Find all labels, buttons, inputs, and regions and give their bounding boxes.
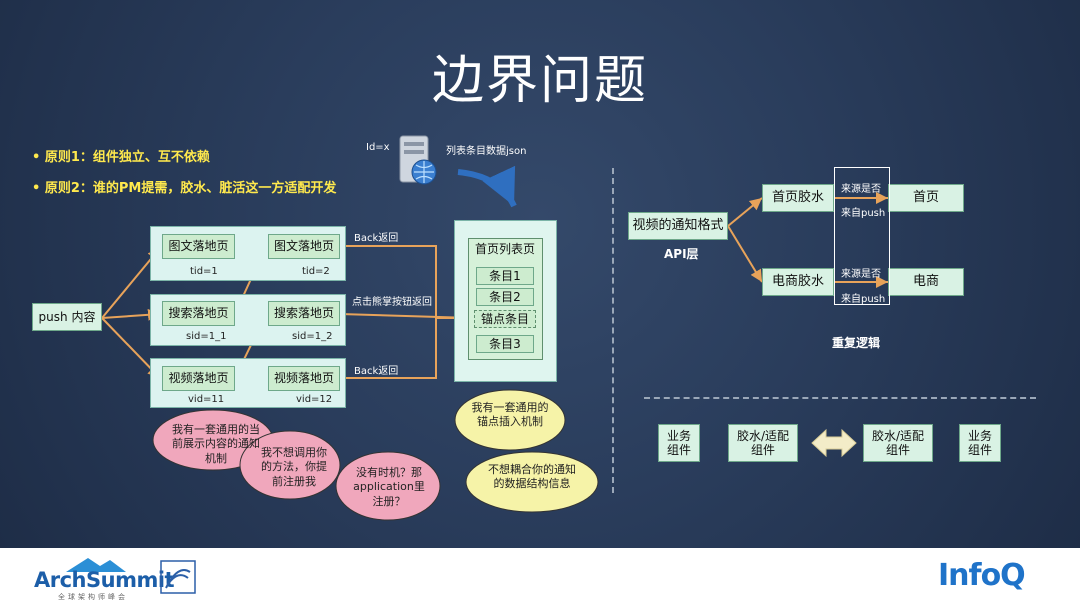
biz-component-left-text: 业务组件	[666, 428, 691, 457]
cloud-application-text: 没有时机？那application里注册？	[353, 466, 425, 508]
repeat-logic-frame	[834, 167, 890, 305]
shop-from-push: 来自push	[841, 294, 886, 305]
shop-box: 电商	[888, 268, 964, 296]
cloud-register-text: 我不想调用你的方法，你提前注册我	[261, 446, 327, 488]
row-1-a-id: sid=1_1	[186, 331, 227, 342]
page-title: 边界问题	[431, 51, 648, 111]
home-list-title: 首页列表页	[474, 241, 535, 256]
vertical-divider	[612, 168, 614, 493]
cloud-decouple-text: 不想耦合你的通知的数据结构信息	[488, 463, 576, 491]
cloud-notify-text: 我有一套通用的当前展示内容的通知机制	[172, 423, 260, 465]
principle-2: • 原则2：谁的PM提需，胶水、脏活这一方适配开发	[32, 181, 337, 196]
slide: 边界问题 • 原则1：组件独立、互不依赖 • 原则2：谁的PM提需，胶水、脏活这…	[0, 0, 1080, 548]
shop-src-check: 来源是否	[841, 269, 881, 280]
api-layer-label: API层	[664, 247, 699, 261]
principle-2-text: 原则2：谁的PM提需，胶水、脏活这一方适配开发	[44, 181, 337, 196]
biz-component-right-text: 业务组件	[967, 428, 992, 457]
row-0-action: Back返回	[354, 233, 399, 244]
row-2-landing-a: 视频落地页	[162, 366, 235, 391]
server-id-label: Id=x	[366, 142, 390, 153]
row-2-landing-b: 视频落地页	[268, 366, 340, 391]
server-icon	[399, 135, 437, 185]
row-1-landing-a: 搜索落地页	[162, 301, 235, 326]
row-2-b-id: vid=12	[296, 394, 333, 405]
principle-1-text: 原则1：组件独立、互不依赖	[44, 150, 210, 165]
archsummit-logo: ArchSummit	[34, 568, 175, 592]
row-2-action: Back返回	[354, 366, 399, 377]
biz-component-right: 业务组件	[959, 424, 1001, 462]
glue-shop-box: 电商胶水	[762, 268, 834, 296]
anniversary-badge-icon	[160, 560, 196, 594]
footer: ArchSummit 全球架构师峰会 InfoQ	[0, 548, 1080, 603]
row-1-landing-b: 搜索落地页	[268, 301, 340, 326]
row-0-landing-a: 图文落地页	[162, 234, 235, 259]
push-content-box: push 内容	[32, 303, 102, 331]
thought-clouds	[152, 389, 599, 521]
glue-component-right: 胶水/适配组件	[863, 424, 933, 462]
infoq-logo: InfoQ	[938, 558, 1026, 593]
biz-component-left: 业务组件	[658, 424, 700, 462]
archsummit-mountain-icon	[66, 558, 126, 572]
glue-component-left-text: 胶水/适配组件	[736, 428, 790, 457]
home-from-push: 来自push	[841, 208, 886, 219]
list-item-3: 条目3	[476, 335, 534, 353]
glue-component-left: 胶水/适配组件	[728, 424, 798, 462]
row-0-a-id: tid=1	[190, 266, 218, 277]
home-src-check: 来源是否	[841, 184, 881, 195]
horizontal-divider	[644, 397, 1036, 399]
row-2-a-id: vid=11	[188, 394, 225, 405]
row-1-b-id: sid=1_2	[292, 331, 333, 342]
row-0-b-id: tid=2	[302, 266, 330, 277]
glue-component-right-text: 胶水/适配组件	[871, 428, 925, 457]
cloud-anchor-text: 我有一套通用的锚点插入机制	[471, 401, 549, 429]
glue-home-box: 首页胶水	[762, 184, 834, 212]
list-item-2: 条目2	[476, 288, 534, 306]
archsummit-subtitle: 全球架构师峰会	[58, 593, 128, 601]
notify-format-box: 视频的通知格式	[628, 212, 728, 240]
list-item-1: 条目1	[476, 267, 534, 285]
principle-1: • 原则1：组件独立、互不依赖	[32, 150, 210, 165]
repeat-logic-label: 重复逻辑	[832, 336, 881, 350]
row-0-landing-b: 图文落地页	[268, 234, 340, 259]
row-1-action: 点击熊掌按钮返回	[352, 297, 432, 308]
list-item-anchor: 锚点条目	[474, 310, 536, 328]
home-box: 首页	[888, 184, 964, 212]
server-data-label: 列表条目数据json	[446, 146, 527, 157]
